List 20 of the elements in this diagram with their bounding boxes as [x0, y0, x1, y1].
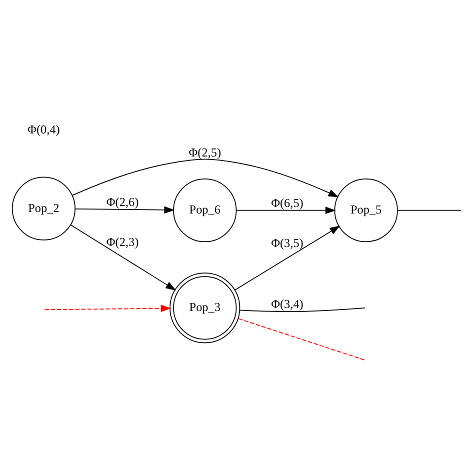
- arrow: [236, 206, 336, 214]
- edge-label: Φ(2,3): [106, 234, 139, 249]
- node-circle: Pop_5: [334, 178, 398, 242]
- connector: [397, 209, 462, 210]
- edge-label: Φ(6,5): [271, 196, 304, 210]
- arrow: [72, 158, 339, 197]
- label: Φ(0,4): [28, 122, 60, 136]
- arrow: [234, 225, 340, 290]
- edge-label: Φ(2,6): [106, 194, 139, 209]
- node-circle: Pop_2: [12, 176, 76, 240]
- connector: [238, 318, 366, 360]
- arrow: [70, 224, 176, 290]
- edge-label: Φ(2,5): [188, 144, 222, 159]
- edge-label: Φ(3,4): [271, 296, 304, 311]
- node-circle: Pop_6: [173, 178, 237, 242]
- edge-label: Φ(3,5): [271, 236, 304, 250]
- arrow: [74, 206, 175, 214]
- node-circle: Pop_3: [170, 272, 240, 343]
- arrow: [44, 304, 172, 312]
- connector: [239, 307, 366, 312]
